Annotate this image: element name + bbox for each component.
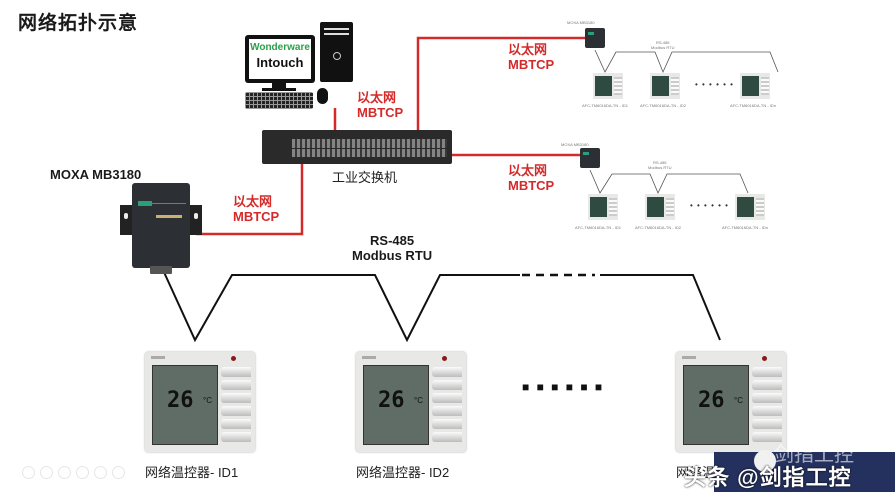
watermark-avatar-icon — [754, 450, 776, 472]
thermostat-caption: 网络温控器- ID1 — [145, 465, 239, 480]
remote-gateway-label-mid: MOXA MB3180 — [561, 142, 589, 147]
industrial-switch-icon — [262, 130, 452, 164]
remote-thermostat-icon — [645, 194, 675, 220]
share-icon[interactable] — [94, 466, 107, 479]
thermostat-icon: 26°C — [356, 352, 466, 452]
watermark-ghost: 剑指工控 — [774, 444, 854, 466]
share-icon[interactable] — [112, 466, 125, 479]
moxa-main-label: MOXA MB3180 — [50, 167, 142, 182]
rs485-bus-remote-top — [594, 49, 779, 74]
share-icon[interactable] — [58, 466, 71, 479]
remote-gateway-icon-mid — [580, 148, 600, 168]
monitor-base — [262, 88, 296, 91]
remote-thermostat-icon — [588, 194, 618, 220]
share-icon[interactable] — [40, 466, 53, 479]
watermark-text: 头条 @剑指工控 — [684, 465, 852, 490]
remote-thermostat-icon — [735, 194, 765, 220]
thermostat-ellipsis: ■ ■ ■ ■ ■ ■ — [522, 380, 605, 394]
diagram-title: 网络拓扑示意 — [18, 13, 139, 34]
keyboard-icon — [245, 92, 313, 109]
remote-device-label: AFC-TM6016DA-TN - ID2 — [640, 103, 687, 108]
remote-ellipsis-top: • • • • • • — [695, 80, 734, 89]
thermostat-icon: 26°C — [145, 352, 255, 452]
share-icon[interactable] — [76, 466, 89, 479]
software-product: Intouch — [256, 55, 304, 70]
thermostat-icon: 26°C — [676, 352, 786, 452]
remote-gateway-label-top: MOXA MB3180 — [567, 20, 595, 25]
remote-ellipsis-mid: • • • • • • — [690, 201, 729, 210]
remote-device-label: AFC-TM6016DA-TN - ID1 — [575, 225, 622, 230]
rs485-bus-remote-mid — [589, 169, 749, 194]
switch-label: 工业交换机 — [332, 170, 398, 185]
remote-thermostat-icon — [740, 73, 770, 99]
remote-thermostat-icon — [650, 73, 680, 99]
watermark: 剑指工控 头条 @剑指工控 — [684, 444, 895, 492]
thermostat-caption: 网络温控器- ID2 — [356, 465, 450, 480]
remote-device-label: AFC-TM6016DA-TN - ID2 — [635, 225, 682, 230]
remote-device-label: AFC-TM6016DA-TN - ID1 — [582, 103, 629, 108]
pc-tower-icon — [320, 22, 353, 82]
remote-thermostat-icon — [593, 73, 623, 99]
share-icons — [22, 466, 130, 484]
monitor: Wonderware Intouch — [245, 35, 315, 83]
mouse-icon — [317, 88, 328, 104]
ethernet-switch-moxa-top — [416, 36, 585, 132]
software-name: Wonderware — [250, 42, 310, 53]
share-icon[interactable] — [22, 466, 35, 479]
ethernet-switch-moxa-main — [196, 162, 304, 236]
rs485-bus-end — [600, 274, 721, 341]
rs485-bus-main — [162, 269, 520, 343]
remote-gateway-icon-top — [585, 28, 605, 48]
monitor-stand — [272, 83, 286, 89]
moxa-gateway-icon — [120, 183, 202, 274]
remote-device-label: AFC-TM6016DA-TN - IDn — [722, 225, 769, 230]
remote-device-label: AFC-TM6016DA-TN - IDn — [730, 103, 777, 108]
